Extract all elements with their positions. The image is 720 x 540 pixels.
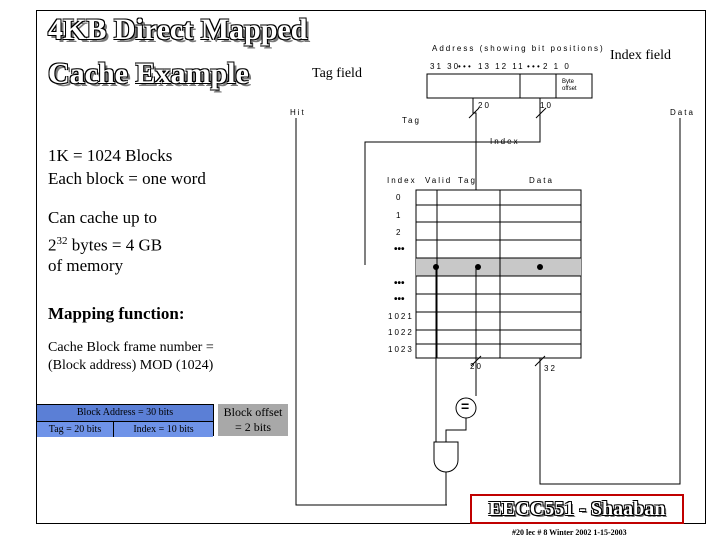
tag-index-row: Tag = 20 bits Index = 10 bits — [37, 422, 213, 437]
compare-result-wire — [445, 418, 467, 442]
data-tap-dot — [537, 264, 543, 270]
col-index-header: Index — [387, 176, 417, 185]
row-index-1021: 1021 — [388, 312, 414, 321]
index-width-label: 10 — [540, 101, 553, 110]
course-footer: EECC551 - Shaaban — [470, 494, 684, 524]
block-address-field: Block Address = 30 bits — [37, 405, 213, 422]
hit-label: Hit — [290, 108, 306, 117]
block-offset-field: Block offset = 2 bits — [218, 404, 288, 436]
comparator-symbol: = — [461, 398, 470, 414]
block-offset-line2: = 2 bits — [234, 420, 272, 434]
row-index-0: 0 — [396, 193, 403, 202]
bits-right: 2 1 0 — [543, 62, 571, 71]
index-bits-field: Index = 10 bits — [133, 424, 194, 435]
tag-width-label: 20 — [478, 101, 491, 110]
address-register — [426, 73, 593, 99]
frame-number-line2: (Block address) MOD (1024) — [48, 358, 214, 373]
byte-offset-label-1: Byte — [562, 79, 575, 85]
tag-field-label: Tag field — [312, 66, 362, 81]
row-dots-3: ••• — [394, 294, 405, 305]
data-out-label: Data — [670, 108, 695, 117]
slide-title-line1: 4KB Direct Mapped — [48, 13, 308, 46]
cache-row-lines — [416, 204, 581, 345]
address-breakdown: Block Address = 30 bits Tag = 20 bits In… — [36, 404, 214, 437]
data-bus-width: 32 — [544, 364, 557, 373]
col-tag-header: Tag — [458, 176, 477, 185]
data-out-wire — [539, 118, 681, 485]
row-index-1022: 1022 — [388, 328, 414, 337]
block-offset-line1: Block offset — [223, 405, 283, 419]
bits-left: 31 30 — [430, 62, 461, 71]
mapping-heading: Mapping function: — [48, 304, 185, 323]
blocks-line1: 1K = 1024 Blocks — [48, 146, 173, 165]
bits-dots-right: • • • — [527, 62, 540, 71]
selected-cache-row — [416, 258, 581, 276]
cache-line2-exponent: 32 — [56, 235, 68, 247]
col-valid-header: Valid — [425, 176, 453, 185]
slide-title-line2: Cache Example — [48, 57, 249, 90]
tag-bus-slash — [468, 107, 480, 119]
row-dots-2: ••• — [394, 278, 405, 289]
row-index-1: 1 — [396, 211, 403, 220]
row-index-2: 2 — [396, 228, 403, 237]
and-gate — [433, 441, 459, 473]
lecture-footnote: #20 lec # 8 Winter 2002 1-15-2003 — [512, 528, 627, 537]
index-field-label: Index field — [610, 48, 672, 63]
compare-bus-width: 20 — [470, 362, 483, 371]
cache-line1: Can cache up to — [48, 208, 158, 227]
slide-frame — [36, 10, 706, 524]
cache-line2-rest: bytes = 4 GB — [67, 235, 163, 255]
index-label: Index — [490, 137, 520, 146]
hit-wire — [295, 118, 447, 506]
data-bus-slash — [534, 355, 546, 367]
frame-number-line1: Cache Block frame number = — [48, 340, 214, 355]
cache-line2: 232 bytes = 4 GB — [48, 230, 162, 257]
blocks-line2: Each block = one word — [48, 169, 206, 188]
bits-dots-left: • • • — [458, 62, 471, 71]
cache-line3: of memory — [48, 256, 124, 275]
address-caption: Address (showing bit positions) — [432, 44, 605, 53]
tag-label: Tag — [402, 116, 421, 125]
index-bus-slash — [535, 107, 547, 119]
byte-offset-label-2: offset — [562, 86, 577, 92]
bits-mid: 13 12 11 — [478, 62, 525, 71]
row-index-1023: 1023 — [388, 345, 414, 354]
compare-bus-slash — [470, 355, 482, 367]
tag-bits-field: Tag = 20 bits — [37, 422, 114, 437]
col-data-header: Data — [529, 176, 554, 185]
index-wire — [364, 98, 541, 265]
row-dots-1: ••• — [394, 244, 405, 255]
cache-line2-base: 2 — [48, 235, 57, 255]
